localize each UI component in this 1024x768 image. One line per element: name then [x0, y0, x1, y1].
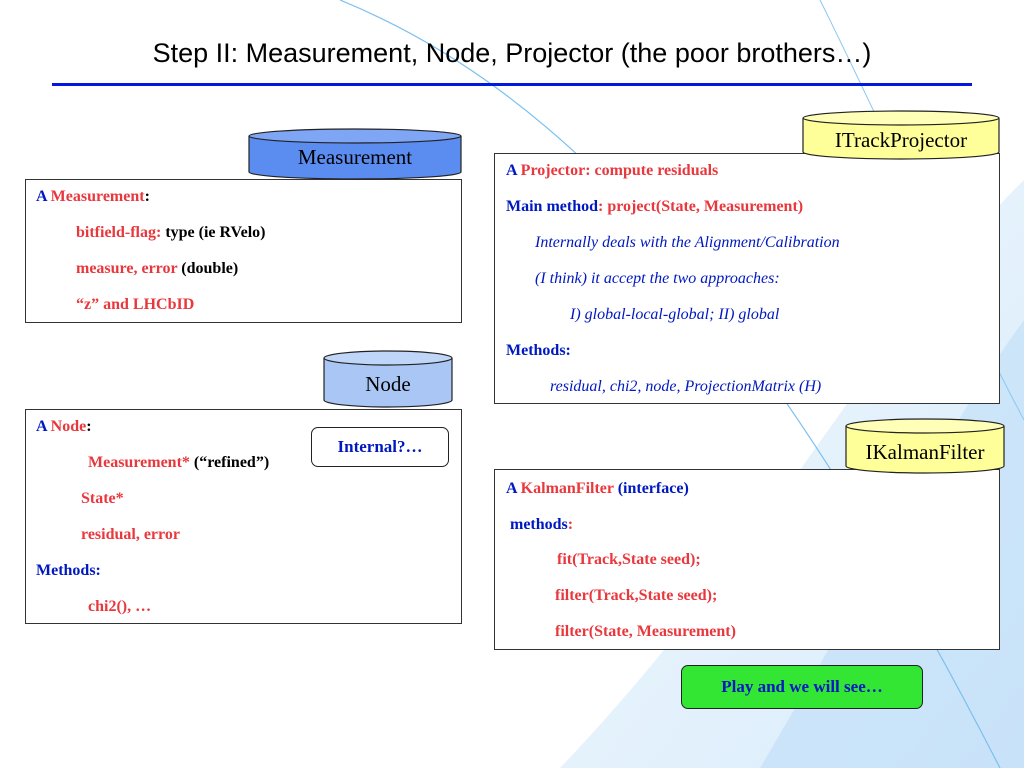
- main-method-signature: : project(State, Measurement): [598, 198, 804, 215]
- title-underline: [52, 83, 972, 86]
- node-line-3: State*: [81, 490, 124, 507]
- article: A: [506, 162, 521, 179]
- node-line-1: A Node:: [36, 418, 92, 436]
- itrackprojector-header: ITrackProjector: [834, 128, 968, 152]
- itrackprojector-cylinder: ITrackProjector: [802, 110, 1000, 160]
- kalman-box: [494, 469, 1000, 650]
- node-header: Node: [365, 372, 411, 396]
- measurement-box: [25, 179, 462, 323]
- main-method-label: Main method: [506, 198, 598, 215]
- projector-line-3: Internally deals with the Alignment/Cali…: [535, 234, 840, 251]
- ikalmanfilter-header: IKalmanFilter: [865, 440, 985, 464]
- field-type: type (ie RVelo): [165, 224, 266, 241]
- measurement-line-2: bitfield-flag: type (ie RVelo): [76, 224, 265, 242]
- projector-line-7: residual, chi2, node, ProjectionMatrix (…: [550, 378, 822, 395]
- projector-methods-label: Methods:: [506, 342, 571, 359]
- colon: :: [567, 516, 574, 533]
- kalman-line-5: filter(State, Measurement): [555, 623, 736, 640]
- projector-line-1: A Projector: compute residuals: [506, 162, 718, 180]
- node-line-4: residual, error: [81, 526, 180, 543]
- measurement-header: Measurement: [297, 145, 413, 169]
- class-description: Projector: compute residuals: [520, 162, 719, 179]
- field-name: measure, error: [76, 260, 182, 277]
- kalman-line-2: methods:: [510, 516, 573, 534]
- article: A: [36, 188, 51, 205]
- projector-line-5: I) global-local-global; II) global: [570, 306, 780, 323]
- kalman-line-4: filter(Track,State seed);: [555, 587, 718, 604]
- measurement-line-4: “z” and LHCbID: [76, 296, 195, 313]
- field-name: Measurement*: [88, 454, 194, 471]
- kalman-line-3: fit(Track,State seed);: [557, 551, 701, 568]
- projector-line-2: Main method: project(State, Measurement): [506, 198, 803, 216]
- node-cylinder: Node: [323, 350, 453, 408]
- class-name: Node: [50, 418, 87, 435]
- kalman-line-1: A KalmanFilter (interface): [506, 480, 689, 498]
- projector-line-4: (I think) it accept the two approaches:: [535, 270, 780, 287]
- class-name: KalmanFilter: [520, 480, 618, 497]
- node-box: [25, 409, 462, 624]
- field-note: (“refined”): [193, 454, 270, 471]
- article: A: [506, 480, 521, 497]
- node-line-6: chi2(), …: [88, 598, 152, 615]
- node-line-2: Measurement* (“refined”): [88, 454, 269, 472]
- projector-box: [494, 153, 1000, 404]
- play-button[interactable]: Play and we will see…: [681, 665, 923, 709]
- colon: :: [86, 418, 92, 435]
- colon: :: [144, 188, 150, 205]
- measurement-line-3: measure, error (double): [76, 260, 238, 278]
- field-type: (double): [181, 260, 239, 277]
- measurement-cylinder: Measurement: [248, 128, 462, 180]
- methods-label: methods: [510, 516, 568, 533]
- class-note: (interface): [617, 480, 689, 497]
- node-methods-label: Methods:: [36, 562, 101, 579]
- article: A: [36, 418, 51, 435]
- class-name: Measurement: [50, 188, 145, 205]
- slide-title: Step II: Measurement, Node, Projector (t…: [152, 38, 872, 68]
- measurement-line-1: A Measurement:: [36, 188, 150, 206]
- internal-callout: Internal?…: [311, 427, 449, 467]
- field-name: bitfield-flag:: [76, 224, 166, 241]
- ikalmanfilter-cylinder: IKalmanFilter: [845, 418, 1005, 474]
